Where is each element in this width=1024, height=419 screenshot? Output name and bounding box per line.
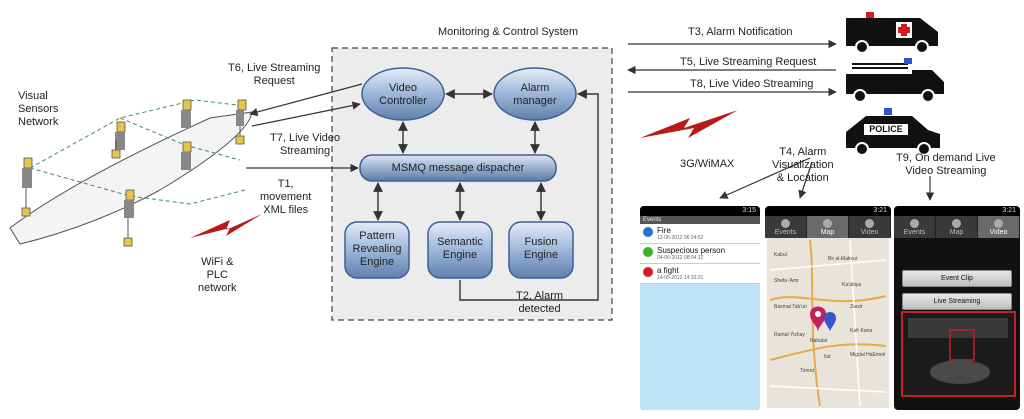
phone-map: 3:21 Events Map Video [765,206,891,410]
info-icon [643,227,653,237]
phone-video: 3:21 Events Map Video Event Clip Live St… [894,206,1020,410]
pattern-engine-node [344,221,410,279]
map-labels: Bir al-Maksur Kabul Shefa-'Amr Basmat Ta… [774,252,886,374]
video-icon [865,219,874,228]
t4-arrow-1 [719,157,811,199]
tab-video[interactable]: Video [849,216,891,238]
map-icon [952,219,961,228]
ambulance-icon [846,12,938,54]
event-clip-button[interactable]: Event Clip [902,270,1012,287]
video-panel: Event Clip Live Streaming [894,238,1020,410]
police-car-icon [846,108,940,156]
wimax-label: 3G/WiMAX [680,158,735,170]
t2-alarm-arrow [459,89,599,301]
status-bar: 3:15 [640,206,760,216]
events-header: Events [640,216,760,224]
sensor-network [9,99,253,247]
police-sign: POLICE [869,124,903,134]
live-streaming-button[interactable]: Live Streaming [902,293,1012,310]
tab-map[interactable]: Map [807,216,849,238]
semantic-engine-node [427,221,493,279]
msmq-label: MSMQ message dispacher [391,162,525,174]
t7-arrow [251,101,361,127]
fire-truck-icon [846,58,944,103]
wimax-lightning-icon [640,110,738,138]
tab-bar: Events Map Video [894,216,1020,238]
map-view [767,238,889,408]
system-title: Monitoring & Control System [438,26,578,38]
video-controller-node [361,67,445,121]
events-icon [910,219,919,228]
tab-events[interactable]: Events [894,216,936,238]
tab-map[interactable]: Map [936,216,978,238]
msmq-dispatcher-bar [359,154,557,182]
status-bar: 3:21 [894,206,1020,216]
video-icon [994,219,1003,228]
help-icon [643,247,653,257]
events-icon [781,219,790,228]
alert-icon [643,267,653,277]
wifi-lightning-icon [190,214,262,238]
t6-arrow [249,83,363,117]
t3-label: T3, Alarm Notification [688,26,793,38]
t5-label: T5, Live Streaming Request [680,56,817,68]
fusion-engine-node [508,221,574,279]
t8-label: T8, Live Video Streaming [690,78,814,90]
t4-arrow-2 [798,161,813,199]
tab-video[interactable]: Video [978,216,1020,238]
tab-bar: Events Map Video [765,216,891,238]
tab-events[interactable]: Events [765,216,807,238]
status-bar: 3:21 [765,206,891,216]
map-icon [823,219,832,228]
alarm-manager-node [493,67,577,121]
